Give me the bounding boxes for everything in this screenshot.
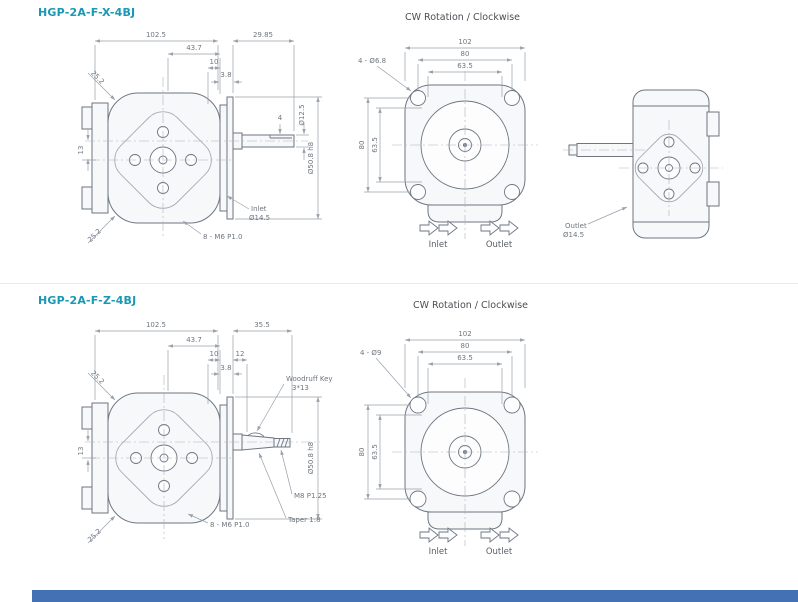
inlet-label-x-side: Inlet — [251, 205, 267, 213]
bolt-note-x-front: 4 - Ø6.8 — [358, 57, 386, 65]
pump-x-side-outline — [81, 92, 295, 224]
section-divider — [0, 283, 798, 284]
dimension-lines-x-side — [82, 39, 322, 244]
dim-25-2-top-x: 25.2 — [89, 69, 106, 86]
side-view-drawing-z: 102.5 35.5 43.7 10 12 3.8 Ø50.8 h8 13 25… — [77, 321, 333, 544]
outlet-dia-x-rear: Ø14.5 — [563, 231, 584, 239]
dim-4-x: 4 — [278, 114, 283, 122]
dim-3-8-z: 3.8 — [220, 364, 231, 372]
footer-accent-bar — [32, 590, 798, 602]
rotation-label-z: CW Rotation / Clockwise — [413, 300, 529, 311]
outlet-leader-x — [587, 206, 628, 225]
dim-63-5-left-z-front: 63.5 — [371, 444, 379, 460]
dimension-lines-z-side — [82, 329, 322, 544]
model-title-z: HGP-2A-F-Z-4BJ — [38, 294, 137, 307]
dim-shaft-dia-x: Ø12.5 — [298, 104, 306, 125]
dim-29-85-x: 29.85 — [253, 31, 273, 39]
dim-25-2-bottom-x: 25.2 — [86, 227, 103, 244]
dim-35-5-z: 35.5 — [254, 321, 270, 329]
shaft-thread-note-z: M8 P1.25 — [294, 492, 327, 500]
inlet-label-x-front: Inlet — [429, 240, 448, 250]
outlet-label-z-front: Outlet — [486, 547, 513, 557]
rear-view-drawing-x: Outlet Ø14.5 — [563, 89, 723, 239]
rotation-label-x: CW Rotation / Clockwise — [405, 12, 521, 23]
bolt-thread-note-z: 8 - M6 P1.0 — [210, 521, 250, 529]
dim-pilot-dia-z: Ø50.8 h8 — [307, 442, 315, 474]
front-view-drawing-x: 4 - Ø6.8 102 80 63.5 80 63.5 Inlet Outle… — [358, 38, 538, 250]
dim-102-5-z: 102.5 — [146, 321, 166, 329]
centerlines-z-side — [85, 375, 320, 539]
dim-80-left-x-front: 80 — [358, 141, 366, 150]
pump-x-rear-outline — [568, 89, 720, 239]
inlet-dia-x-side: Ø14.5 — [249, 214, 270, 222]
flow-arrows-x — [419, 220, 519, 236]
dim-63-5-left-x-front: 63.5 — [371, 137, 379, 153]
bolt-note-z-front: 4 - Ø9 — [360, 349, 381, 357]
dim-25-2-bottom-z: 25.2 — [86, 527, 103, 544]
dimension-lines-x-front — [364, 46, 526, 193]
dim-80-top-x-front: 80 — [461, 50, 470, 58]
centerlines-z-front — [392, 378, 538, 546]
dim-63-5-top-x-front: 63.5 — [457, 62, 473, 70]
dim-13-z: 13 — [77, 447, 85, 456]
dim-80-top-z-front: 80 — [461, 342, 470, 350]
dim-102-z-front: 102 — [458, 330, 471, 338]
outlet-label-x-rear: Outlet — [565, 222, 587, 230]
dim-12-z: 12 — [236, 350, 245, 358]
woodruff-key-note-2: 3*13 — [292, 384, 309, 392]
outlet-label-x-front: Outlet — [486, 240, 513, 250]
dim-13-x: 13 — [77, 146, 85, 155]
taper-note-z: Taper 1:8 — [287, 516, 321, 524]
dim-pilot-dia-x: Ø50.8 h8 — [307, 142, 315, 174]
woodruff-key-note-1: Woodruff Key — [286, 375, 333, 383]
dim-63-5-top-z-front: 63.5 — [457, 354, 473, 362]
dimension-lines-z-front — [364, 338, 526, 500]
dim-43-7-z: 43.7 — [186, 336, 202, 344]
dim-80-left-z-front: 80 — [358, 448, 366, 457]
dim-25-2-top-z: 25.2 — [89, 369, 106, 386]
flow-arrows-z — [419, 527, 519, 543]
dim-10-z: 10 — [210, 350, 219, 358]
inlet-label-z-front: Inlet — [429, 547, 448, 557]
centerlines-x-rear — [563, 120, 723, 216]
centerlines-x-front — [392, 71, 538, 239]
side-view-drawing-x: 102.5 29.85 43.7 10 3.8 4 Ø12.5 Ø50.8 h8… — [77, 31, 322, 244]
dim-102-5-x: 102.5 — [146, 31, 166, 39]
bolt-thread-note-x: 8 - M6 P1.0 — [203, 233, 243, 241]
centerlines-x-side — [85, 77, 308, 239]
dim-3-8-x: 3.8 — [220, 71, 231, 79]
dim-43-7-x: 43.7 — [186, 44, 202, 52]
front-view-drawing-z: 4 - Ø9 102 80 63.5 80 63.5 Inlet Outlet — [358, 330, 538, 557]
dim-10-x: 10 — [210, 58, 219, 66]
model-title-x: HGP-2A-F-X-4BJ — [38, 6, 136, 19]
dim-102-x-front: 102 — [458, 38, 471, 46]
